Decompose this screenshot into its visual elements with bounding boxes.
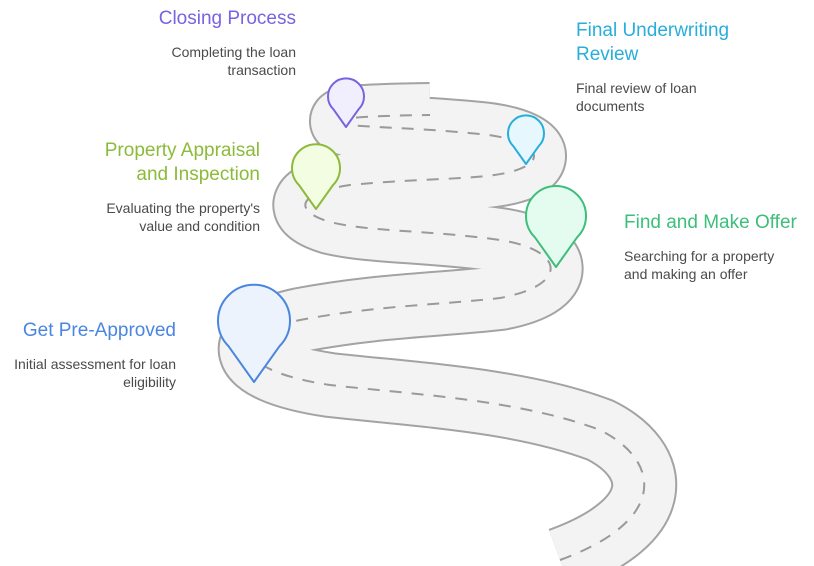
title-line: and Inspection — [136, 164, 260, 185]
step-final-underwriting-description: Final review of loan documents — [576, 79, 776, 115]
step-get-preapproved-title: Get Pre-Approved — [0, 319, 176, 343]
description-line: transaction — [227, 62, 296, 78]
description-line: and making an offer — [624, 266, 748, 282]
step-title-text: Find and Make Offer — [624, 212, 797, 233]
title-line: Property Appraisal — [104, 140, 260, 161]
step-get-preapproved-description: Initial assessment for loan eligibility — [0, 355, 176, 391]
description-line: Final review of loan — [576, 80, 697, 96]
map-pin-icon-property-appraisal — [291, 143, 341, 210]
step-closing-process-title: Closing Process — [96, 7, 296, 31]
description-line: documents — [576, 98, 645, 114]
step-final-underwriting-title: Final Underwriting Review — [576, 19, 806, 67]
step-property-appraisal-description: Evaluating the property's value and cond… — [40, 199, 260, 235]
title-line: Final Underwriting — [576, 20, 730, 41]
description-line: Evaluating the property's — [106, 200, 260, 216]
description-line: Searching for a property — [624, 248, 775, 264]
title-line: Review — [576, 44, 639, 65]
map-pin-icon-find-offer — [525, 185, 587, 268]
description-line: Initial assessment for loan — [14, 356, 176, 372]
map-pin-icon-get-preapproved — [217, 283, 291, 383]
map-pin-icon-closing-process — [327, 77, 365, 128]
step-closing-process-description: Completing the loan transaction — [96, 43, 296, 79]
step-property-appraisal-title: Property Appraisal and Inspection — [40, 139, 260, 187]
step-title-text: Get Pre-Approved — [22, 320, 176, 341]
description-line: eligibility — [123, 374, 176, 390]
description-line: Completing the loan — [171, 44, 296, 60]
description-line: value and condition — [139, 218, 260, 234]
step-find-offer-description: Searching for a property and making an o… — [624, 247, 814, 283]
step-title-text: Closing Process — [158, 8, 296, 29]
road-inner — [220, 84, 676, 566]
map-pin-icon-final-underwriting — [507, 114, 545, 165]
step-find-offer-title: Find and Make Offer — [624, 211, 814, 235]
